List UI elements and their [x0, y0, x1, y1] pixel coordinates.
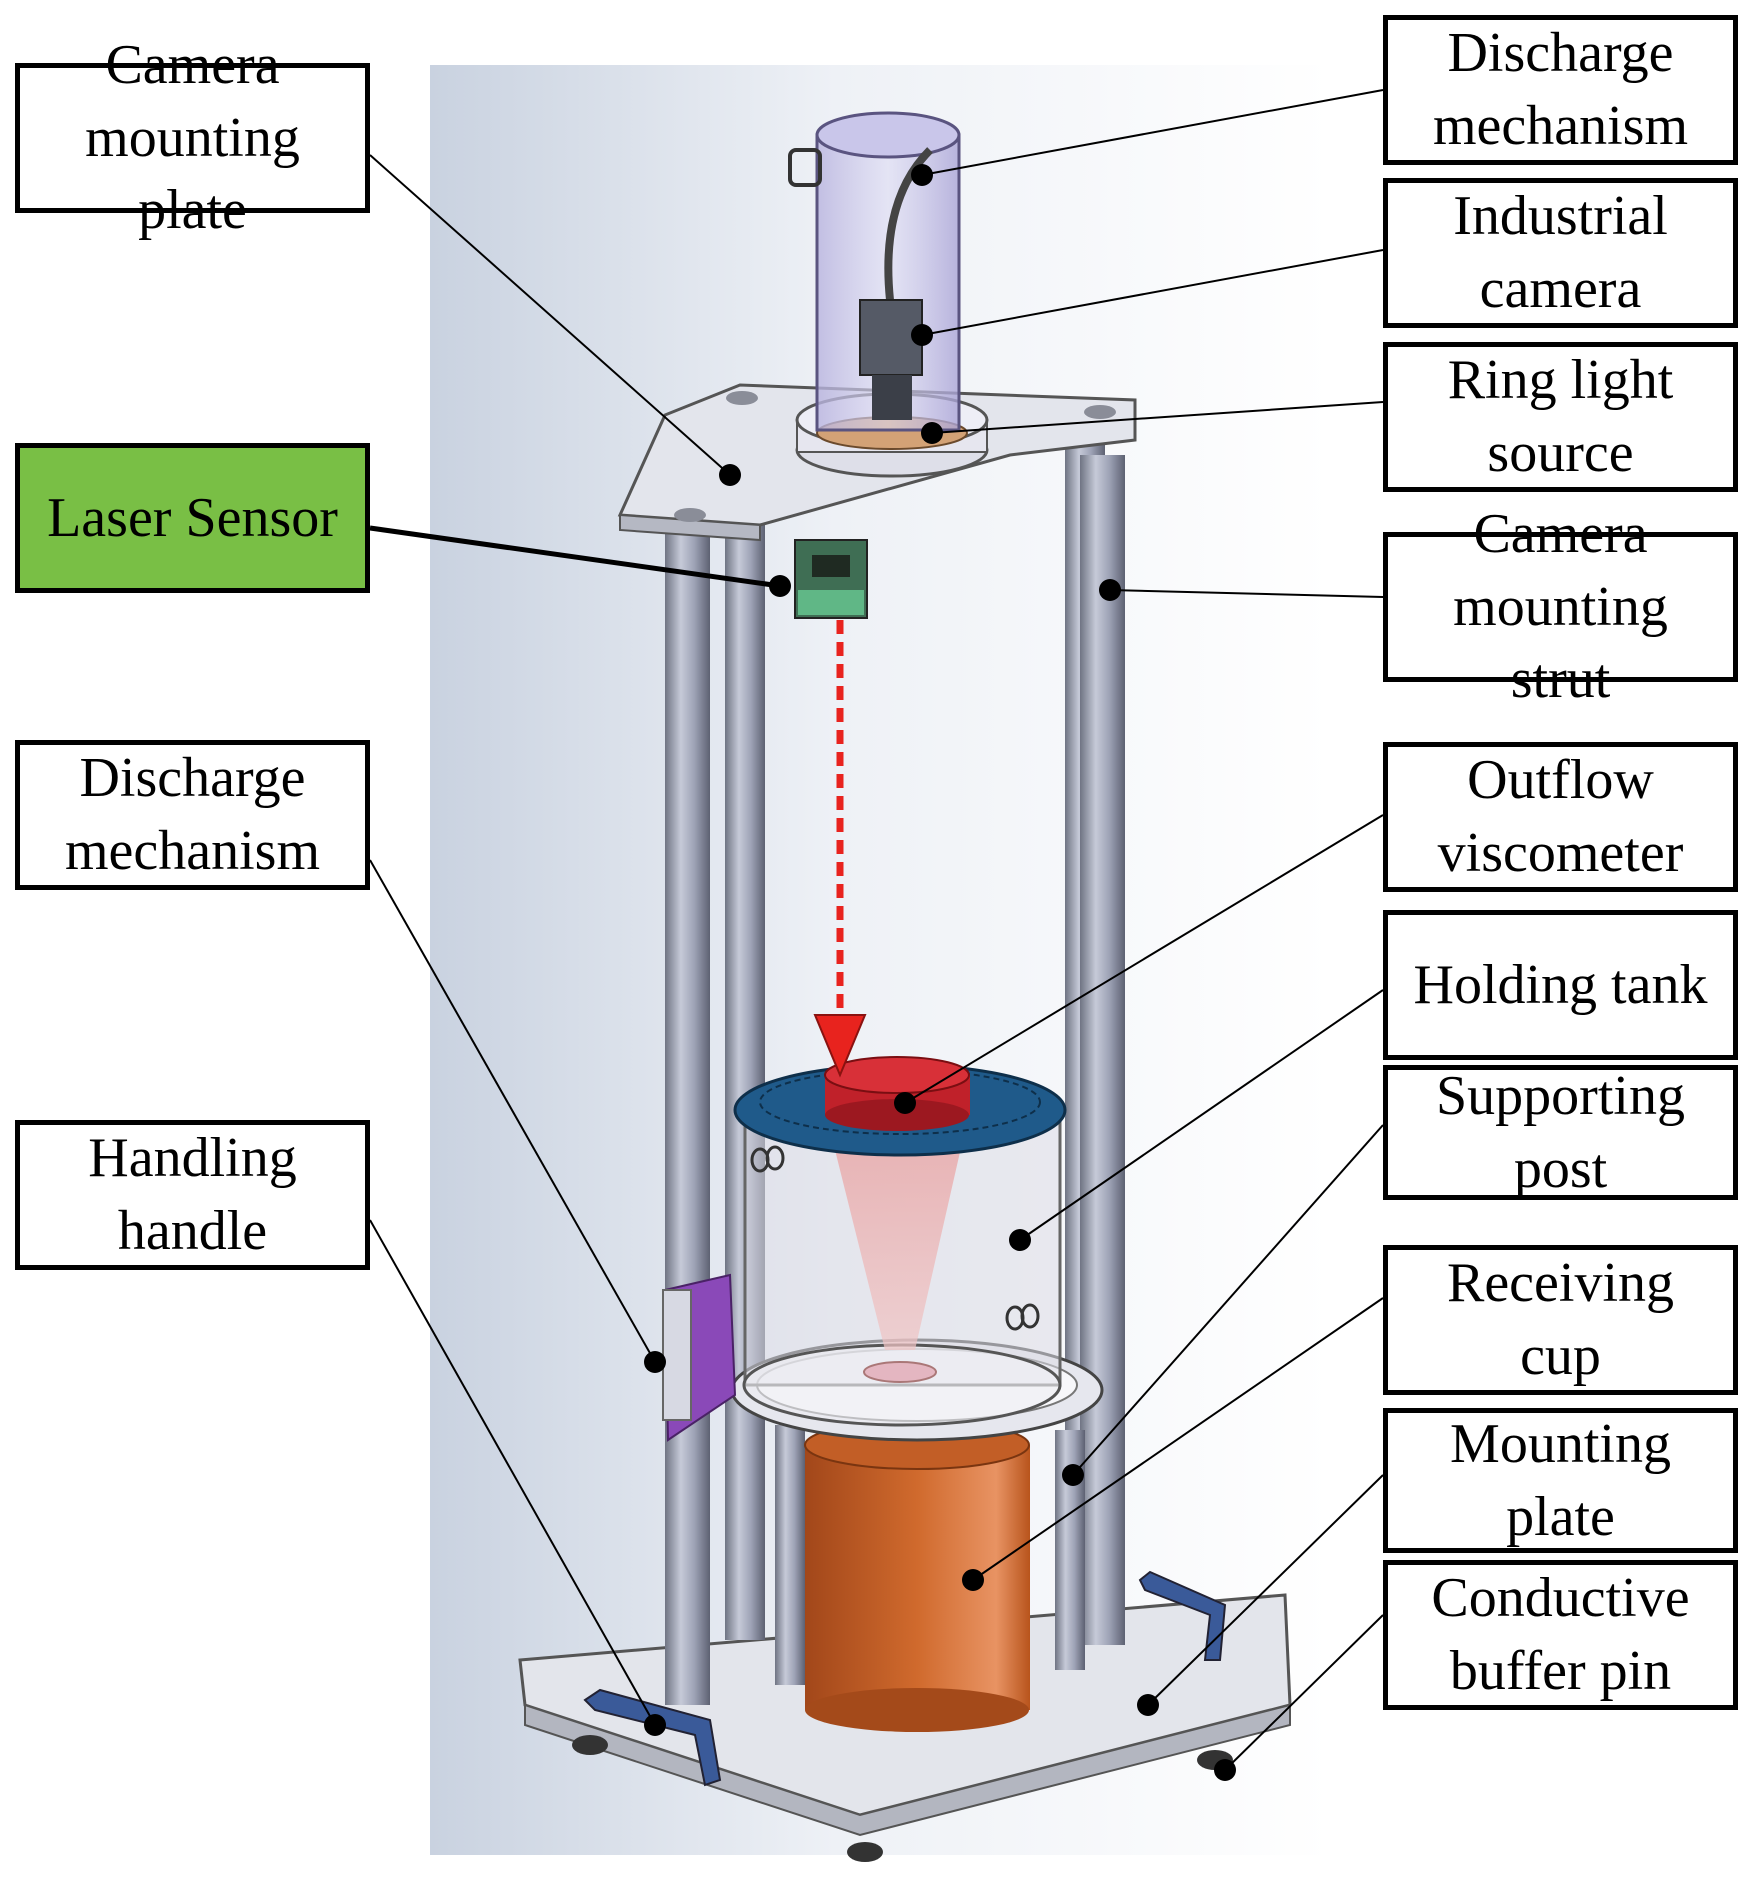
label-text: Conductive buffer pin	[1431, 1567, 1690, 1702]
leader-industrial-camera	[921, 249, 1384, 336]
leader-conductive-buffer-pin	[1224, 1614, 1384, 1771]
funnel-cone	[830, 1130, 965, 1350]
leader-camera-mounting-plate	[369, 154, 731, 476]
laser-beam-arrowhead	[813, 1014, 867, 1078]
receiving-cup-body	[805, 1445, 1030, 1710]
label-mounting-plate: Mounting plate	[1383, 1408, 1738, 1553]
label-camera-mounting-strut: Camera mounting strut	[1383, 503, 1738, 710]
leader-mounting-plate	[1147, 1474, 1384, 1706]
label-supporting-post: Supporting post	[1383, 1065, 1738, 1200]
label-ring-light-source: Ring light source	[1383, 342, 1738, 492]
foot	[572, 1735, 608, 1755]
leader-discharge-mechanism-left	[369, 859, 656, 1363]
leader-handling-handle	[369, 1219, 656, 1726]
label-text: Ring light source	[1447, 349, 1674, 484]
leader-camera-mounting-strut	[1109, 589, 1384, 598]
leader-laser-sensor	[369, 525, 781, 589]
leader-dot	[1009, 1229, 1031, 1251]
label-text: Outflow viscometer	[1437, 749, 1684, 884]
label-conductive-buffer-pin: Conductive buffer pin	[1383, 1560, 1738, 1710]
label-text: Camera mounting strut	[1453, 502, 1668, 711]
foot	[847, 1842, 883, 1862]
label-receiving-cup: Receiving cup	[1383, 1245, 1738, 1395]
leader-dot	[1062, 1464, 1084, 1486]
leader-dot	[644, 1714, 666, 1736]
leader-dot	[644, 1351, 666, 1373]
label-text: Laser Sensor	[47, 486, 338, 549]
label-text: Handling handle	[88, 1127, 297, 1262]
label-holding-tank: Holding tank	[1383, 910, 1738, 1060]
leader-dot	[894, 1092, 916, 1114]
label-text: Holding tank	[1413, 953, 1708, 1016]
leader-outflow-viscometer	[904, 814, 1384, 1104]
leader-discharge-mechanism-right	[921, 89, 1384, 176]
leader-dot	[911, 324, 933, 346]
leader-holding-tank	[1019, 989, 1384, 1241]
label-text: Camera mounting plate	[85, 33, 300, 242]
leader-dot	[921, 422, 943, 444]
handle-left	[583, 1688, 722, 1787]
leader-receiving-cup	[972, 1297, 1384, 1581]
leader-dot	[1099, 579, 1121, 601]
leader-supporting-post	[1072, 1124, 1384, 1476]
leader-dot	[1214, 1759, 1236, 1781]
label-text: Receiving cup	[1446, 1252, 1675, 1387]
label-industrial-camera: Industrial camera	[1383, 178, 1738, 328]
post-front-right	[1080, 455, 1125, 1645]
label-text: Discharge mechanism	[1432, 22, 1689, 157]
label-text: Industrial camera	[1453, 185, 1668, 320]
label-text: Mounting plate	[1450, 1412, 1671, 1548]
handle-right	[1138, 1570, 1227, 1661]
leader-dot	[769, 575, 791, 597]
label-text: Supporting post	[1436, 1064, 1685, 1200]
post-front-left	[665, 530, 710, 1705]
leader-ring-light-source	[931, 401, 1384, 434]
label-text: Discharge mechanism	[64, 747, 321, 882]
leader-dot	[719, 464, 741, 486]
leader-dot	[911, 164, 933, 186]
post-lower-left	[775, 1425, 805, 1685]
post-back-left	[725, 525, 765, 1640]
label-discharge-mechanism-right: Discharge mechanism	[1383, 15, 1738, 165]
label-outflow-viscometer: Outflow viscometer	[1383, 742, 1738, 892]
leader-dot	[962, 1569, 984, 1591]
label-handling-handle: Handling handle	[15, 1120, 370, 1270]
label-laser-sensor: Laser Sensor	[15, 443, 370, 593]
leader-dot	[1137, 1694, 1159, 1716]
label-camera-mounting-plate: Camera mounting plate	[15, 34, 370, 241]
label-discharge-mechanism-left: Discharge mechanism	[15, 740, 370, 890]
